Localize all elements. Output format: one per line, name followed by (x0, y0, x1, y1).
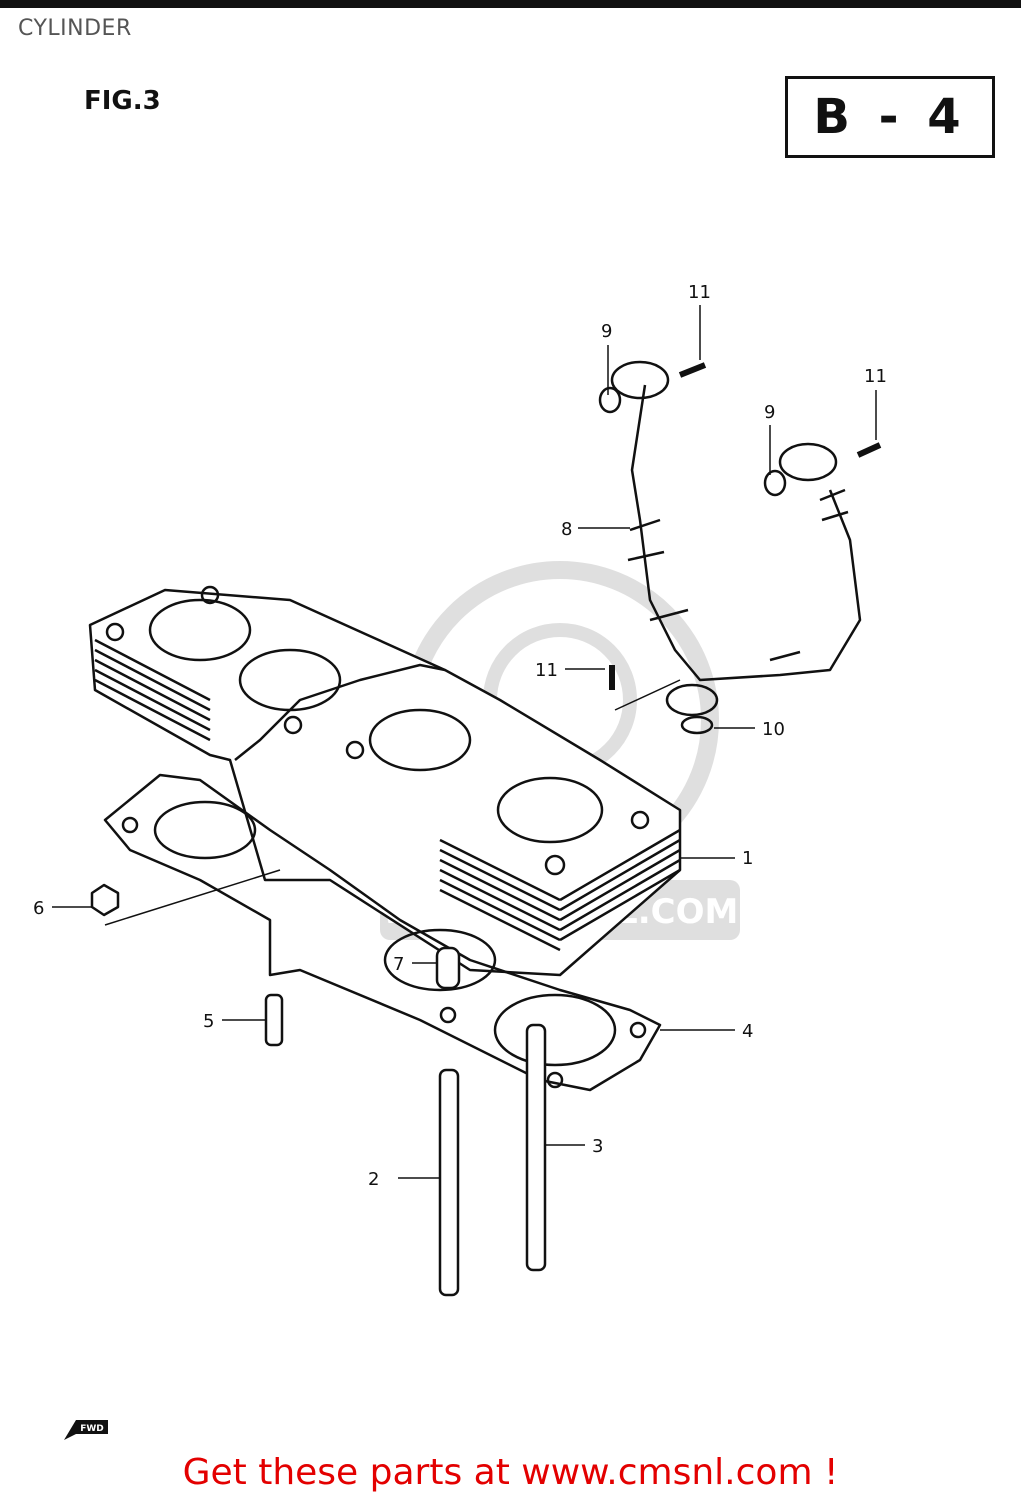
nut-6 (90, 883, 120, 917)
forward-direction-arrow-icon: FWD (64, 1420, 108, 1440)
cylinder-block (88, 585, 682, 977)
callout-11c: 11 (535, 660, 558, 681)
long-stud-bolt-3 (525, 1023, 547, 1272)
o-ring-9b (763, 469, 787, 497)
callout-2: 2 (368, 1169, 379, 1190)
short-stud-bolt-5 (264, 993, 284, 1047)
page-title: CYLINDER (18, 16, 132, 41)
top-rule (0, 0, 1021, 8)
callout-9a: 9 (601, 321, 612, 342)
callout-5: 5 (203, 1011, 214, 1032)
o-ring-9a (598, 386, 622, 414)
footer-banner-link[interactable]: Get these parts at www.cmsnl.com ! (182, 1452, 839, 1493)
long-stud-bolt-2 (438, 1068, 460, 1297)
callout-7: 7 (393, 954, 404, 975)
callout-1: 1 (742, 848, 753, 869)
leader-lines (52, 305, 877, 1179)
callout-8: 8 (561, 519, 572, 540)
o-ring-10 (680, 715, 714, 735)
dowel-pin-7 (435, 946, 461, 990)
section-code-box: B - 4 (785, 76, 995, 158)
cylinder-base-gasket (103, 773, 662, 1092)
callout-4: 4 (742, 1021, 753, 1042)
callout-11a: 11 (688, 282, 711, 303)
callout-11b: 11 (864, 366, 887, 387)
figure-label: FIG.3 (84, 86, 161, 116)
callout-10: 10 (762, 719, 785, 740)
callout-6: 6 (33, 898, 44, 919)
fwd-label: FWD (80, 1424, 104, 1434)
oil-hose-assembly (610, 360, 862, 717)
callout-9b: 9 (764, 402, 775, 423)
bolts-11 (609, 362, 882, 690)
callout-3: 3 (592, 1136, 603, 1157)
section-code: B - 4 (813, 89, 967, 145)
